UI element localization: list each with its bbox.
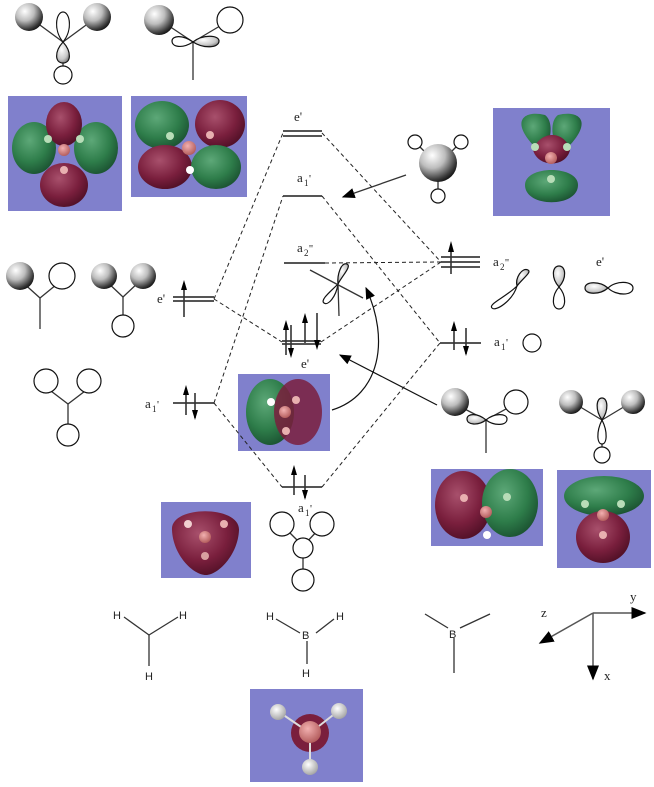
atom-b: B: [302, 630, 309, 642]
level-label-sub: 2: [304, 248, 309, 258]
mo-level-e-prime-antibonding: e': [283, 109, 322, 137]
level-label-prime: ': [310, 503, 312, 515]
structure-h3-fragment: H H H: [113, 610, 187, 683]
electron-pair-2: [302, 313, 320, 350]
mo-render-e-prime-right-1: [431, 469, 543, 546]
level-label-main: a: [494, 334, 500, 349]
h3-e-prime-orbital-sketch-2: [144, 5, 244, 80]
h3-a1-prime-sketch: [33, 368, 102, 447]
b-p-orbital-z: [584, 281, 634, 295]
mo-render-bh3-structure: [250, 689, 363, 782]
b-e-prime-sketch-1: [441, 388, 529, 453]
mo-level-a1-prime-bonding: a 1 ': [282, 465, 322, 518]
level-label-prime: '': [309, 243, 313, 255]
mo-render-e-prime-bonding: [238, 374, 330, 451]
atom-h: H: [266, 611, 274, 623]
bh3-a1-prime-bonding-sketch: [269, 511, 335, 592]
axis-label-z: z: [541, 605, 547, 620]
atom-h: H: [336, 611, 344, 623]
b-level-a1-prime: a 1 ': [440, 321, 542, 356]
mo-level-e-prime-bonding: e': [282, 313, 321, 371]
h3-e-prime-sketch-b: [91, 263, 156, 338]
level-label-main: a: [297, 170, 303, 185]
b-p-orbital-x: [490, 268, 530, 310]
mo-level-a2-double-prime-nonbonding: a 2 '': [284, 240, 325, 264]
level-label-main: a: [145, 396, 151, 411]
mo-render-e-prime-antibonding-2: [131, 96, 247, 197]
level-label-sub: 1: [304, 178, 309, 188]
atom-h: H: [113, 610, 121, 622]
level-label: e': [301, 356, 309, 371]
curved-arrow: [331, 286, 379, 411]
b-s-orbital-with-h3-sketch: [341, 134, 469, 204]
level-label: e': [294, 109, 302, 124]
atom-h: H: [302, 668, 310, 680]
level-label-sub: 1: [305, 508, 310, 518]
correlation-lines: [213, 132, 442, 488]
level-label-prime: ': [309, 173, 311, 185]
level-label: e': [157, 291, 165, 306]
level-label-sub: 1: [501, 342, 506, 352]
mo-render-a1-prime-bonding: [161, 502, 251, 578]
b-e-prime-sketch-2: [559, 390, 645, 464]
b-p-orbital-y: [552, 265, 566, 310]
level-label-main: a: [297, 240, 303, 255]
structure-b-fragment: B: [424, 613, 491, 673]
h3-level-a1-prime: a 1 ': [145, 385, 214, 420]
mo-render-a1-prime-antibonding: [493, 108, 610, 216]
h3-level-e-prime: e': [157, 280, 214, 317]
s-orbital-icon: [522, 333, 542, 353]
level-label-main: a: [298, 500, 304, 515]
axis-label-x: x: [604, 668, 611, 683]
atom-b: B: [449, 629, 456, 641]
level-label-main: a: [493, 254, 499, 269]
h3-e-prime-orbital-sketch-1: [15, 3, 111, 85]
straight-arrow: [338, 354, 438, 406]
b-level-p-triple: a 2 '' e': [441, 241, 604, 274]
mo-render-e-prime-right-2: [557, 470, 651, 568]
h3-e-prime-sketch-a: [6, 262, 76, 329]
atom-h: H: [179, 610, 187, 622]
structure-bh3: H B H H: [266, 611, 344, 680]
level-label-prime: ': [506, 337, 508, 349]
coordinate-axes: y x z: [538, 589, 647, 683]
level-label-prime: ': [157, 399, 159, 411]
electron-pair-1: [283, 320, 294, 358]
atom-h: H: [145, 671, 153, 683]
mo-level-a1-prime-antibonding: a 1 ': [283, 170, 322, 197]
b-p-orbital-tilted: [309, 263, 364, 317]
level-label-prime: '': [505, 257, 509, 269]
level-label-sub: 1: [152, 404, 157, 414]
e-prime-label: e': [596, 254, 604, 269]
axis-label-y: y: [630, 589, 637, 604]
mo-render-e-prime-antibonding-1: [8, 96, 122, 211]
level-label-sub: 2: [500, 262, 505, 272]
